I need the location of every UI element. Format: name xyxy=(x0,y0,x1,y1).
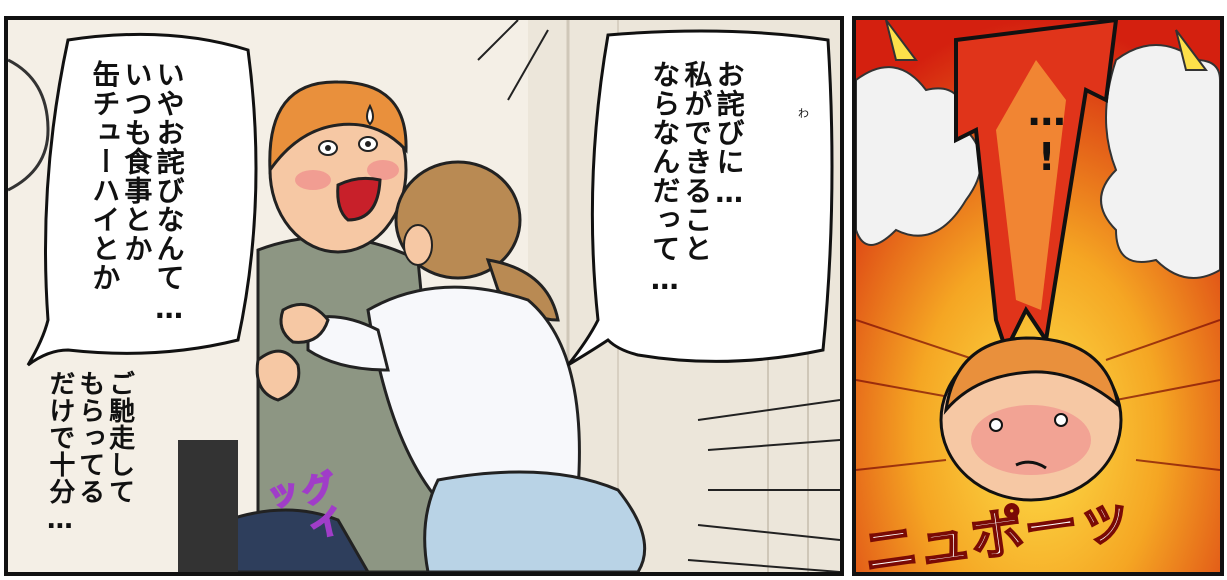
speech-line: お詫びに… xyxy=(712,60,746,210)
speech-line: ならなんだって… xyxy=(648,60,682,297)
speech-bubble-left xyxy=(26,32,258,367)
speech-text-left: いやお詫びなんて… いつも食事とか 缶チューハイとか xyxy=(88,60,185,350)
narration-line: ご馳走して xyxy=(104,370,135,505)
right-panel: …! ニュポーッ xyxy=(852,16,1224,576)
speech-text-right: お詫びに… 私ができること ならなんだって… xyxy=(648,60,745,350)
speech-line: いつも食事とか xyxy=(120,60,154,263)
narration-text: ご馳走して もらってる だけで十分… xyxy=(44,370,135,570)
narration-line: だけで十分… xyxy=(44,370,75,536)
left-panel: いやお詫びなんて… いつも食事とか 缶チューハイとか ご馳走して もらってる だ… xyxy=(4,16,844,576)
speech-bubble-right xyxy=(566,29,834,367)
speech-line: 私ができること xyxy=(680,60,714,263)
speech-line: 缶チューハイとか xyxy=(88,60,122,292)
ruby-text: わ xyxy=(798,107,809,120)
speech-line: いやお詫びなんて… xyxy=(152,60,186,326)
right-panel-art xyxy=(856,20,1220,572)
narration-line: もらってる xyxy=(74,370,105,505)
arrow-bubble-text: …! xyxy=(1024,90,1069,180)
